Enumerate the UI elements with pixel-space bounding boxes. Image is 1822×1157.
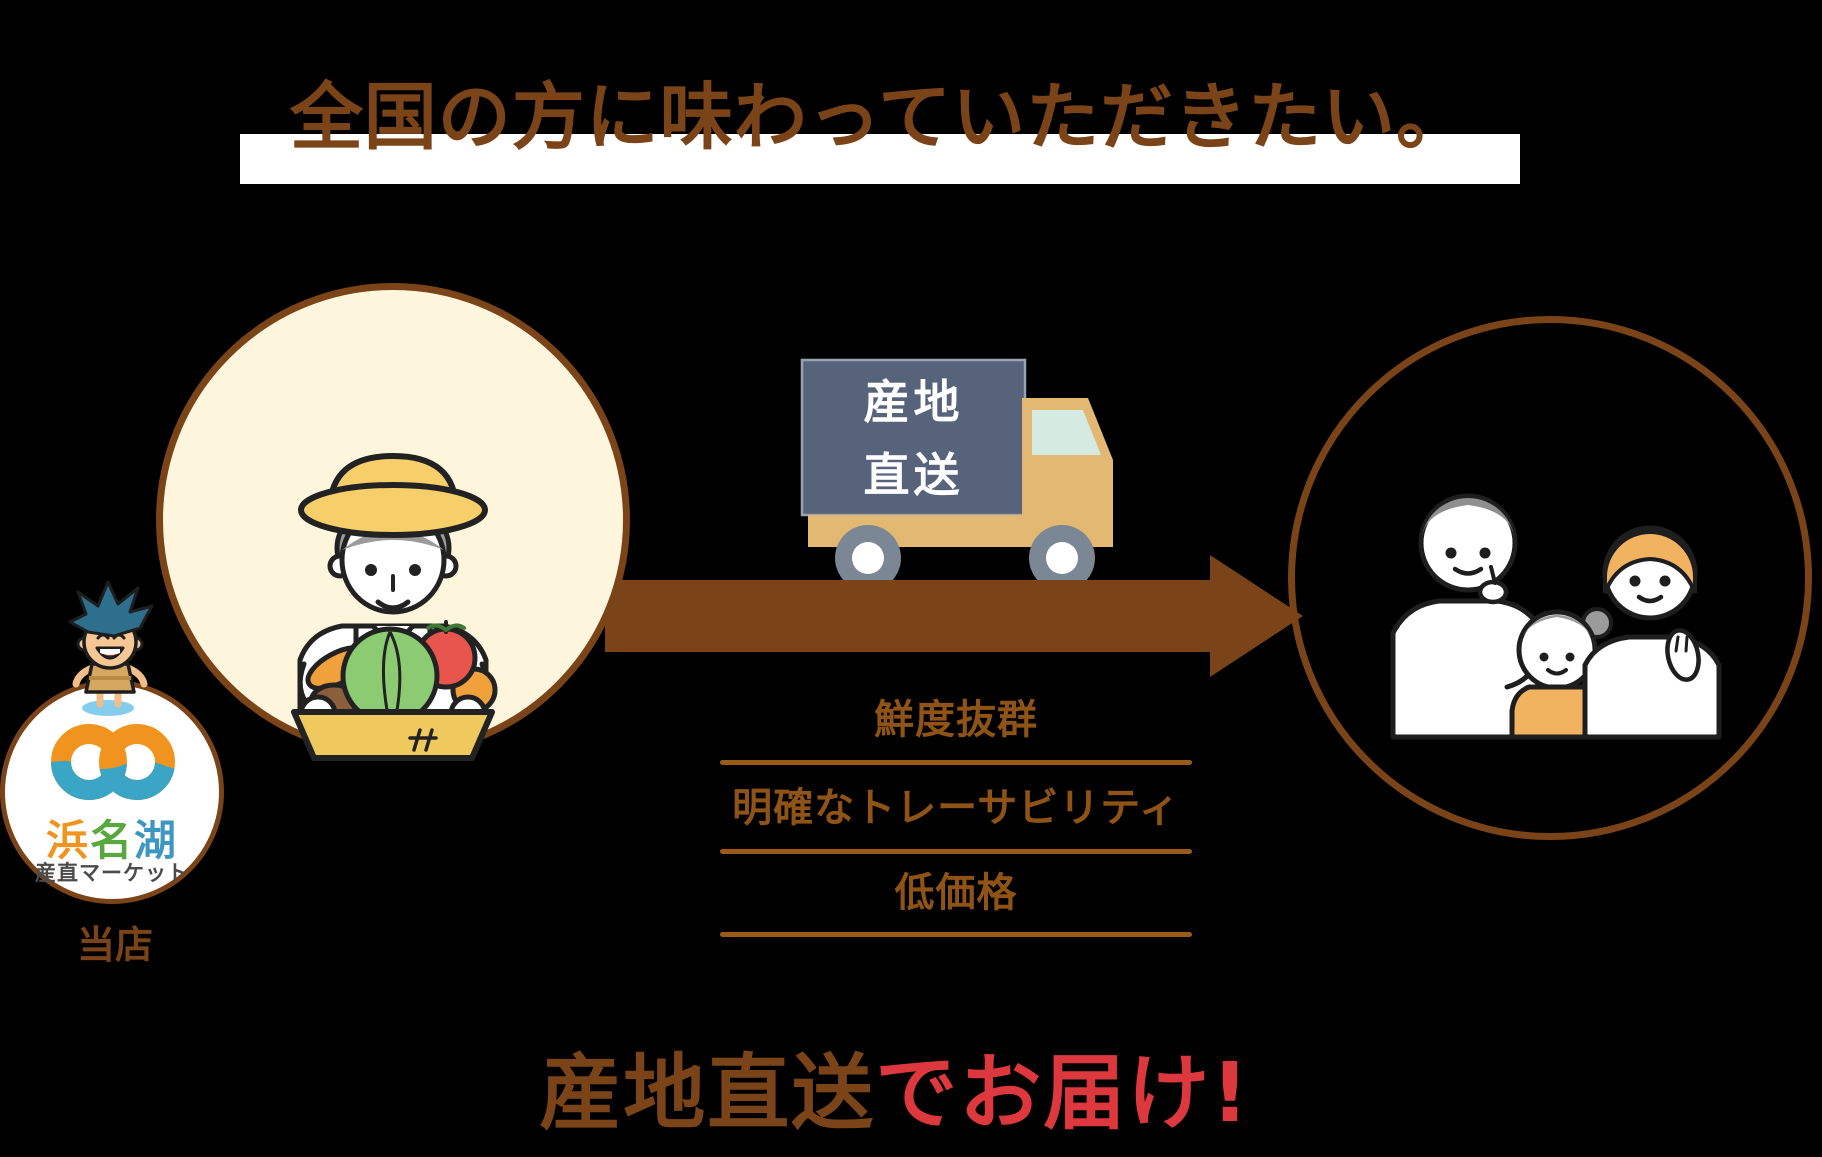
logo-subtitle: 産直マーケット — [35, 861, 189, 885]
logo-name: 浜名湖 — [5, 807, 219, 868]
feature-list: 鮮度抜群 明確なトレーサビリティ 低価格 — [720, 697, 1192, 937]
farmer-illustration — [291, 453, 498, 761]
feature-item-low-price: 低価格 — [894, 870, 1018, 916]
mother-figure — [1582, 525, 1722, 740]
mascot-hair — [68, 580, 154, 638]
feature-divider — [720, 932, 1192, 937]
bottom-title-emphasis: でお届け! — [875, 1046, 1251, 1141]
bottom-title-lead: 産地直送 — [539, 1046, 876, 1141]
truck-illustration — [800, 358, 1113, 591]
straw-hat — [298, 453, 488, 538]
father-figure — [1390, 493, 1546, 740]
arrow-right-icon — [605, 555, 1303, 677]
logo-name-char2: 名 — [89, 816, 134, 865]
brand-logo-badge: 浜名湖 産直マーケット — [0, 680, 224, 904]
consumer-circle — [1288, 316, 1812, 840]
logo-infinity-icon — [51, 724, 175, 800]
truck-label-line1: 産地 — [863, 375, 964, 429]
truck-wheels — [835, 525, 1095, 591]
basket — [291, 709, 495, 761]
title-band — [240, 134, 1520, 184]
page-title: 全国の方に味わっていただきたい。 — [289, 75, 1471, 160]
logo-name-char3: 湖 — [134, 816, 179, 865]
truck-windshield — [1032, 410, 1101, 455]
mascot-illustration — [68, 580, 154, 716]
truck-cargo-box — [800, 358, 1027, 517]
shop-label: 当店 — [76, 923, 153, 967]
truck-label-line2: 直送 — [863, 448, 964, 502]
child-figure — [1509, 607, 1613, 740]
feature-divider — [720, 760, 1192, 765]
logo-name-char1: 浜 — [45, 816, 90, 865]
truck-label: 産地 直送 — [802, 366, 1025, 512]
bottom-title: 産地直送でお届け! — [395, 1048, 1395, 1140]
feature-item-traceability: 明確なトレーサビリティ — [732, 785, 1180, 831]
feature-divider — [720, 849, 1192, 854]
family-illustration — [1390, 493, 1722, 740]
feature-item-freshness: 鮮度抜群 — [874, 697, 1038, 743]
